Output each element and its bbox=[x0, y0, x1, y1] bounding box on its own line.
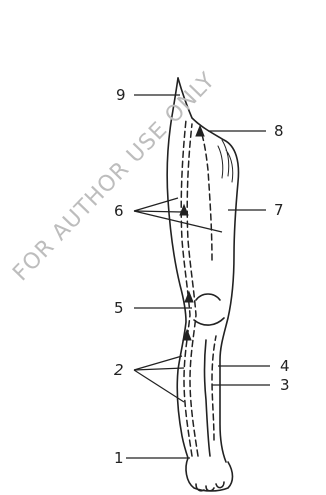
leader-6b bbox=[134, 211, 182, 212]
arrow-up-knee bbox=[185, 292, 193, 302]
knee-contour bbox=[194, 294, 224, 325]
vessel-medial-2 bbox=[187, 124, 198, 456]
label-5: 5 bbox=[114, 299, 124, 317]
label-3: 3 bbox=[280, 376, 290, 394]
leader-6c bbox=[134, 211, 222, 232]
shin-line bbox=[205, 340, 211, 456]
label-1: 1 bbox=[114, 449, 124, 467]
label-7: 7 bbox=[274, 201, 284, 219]
label-9: 9 bbox=[116, 86, 126, 104]
hip-hatching bbox=[218, 140, 233, 182]
vessel-thigh-lateral bbox=[200, 128, 212, 260]
vessel-medial-1 bbox=[181, 120, 192, 456]
label-6: 6 bbox=[114, 202, 124, 220]
leader-6a bbox=[134, 198, 178, 211]
leg-right-contour bbox=[178, 78, 238, 462]
label-8: 8 bbox=[274, 122, 284, 140]
vessel-paths bbox=[181, 120, 216, 456]
label-2: 2 bbox=[114, 361, 124, 379]
vessel-lateral bbox=[212, 336, 216, 440]
label-4: 4 bbox=[280, 357, 290, 375]
foot-contour bbox=[186, 458, 233, 491]
